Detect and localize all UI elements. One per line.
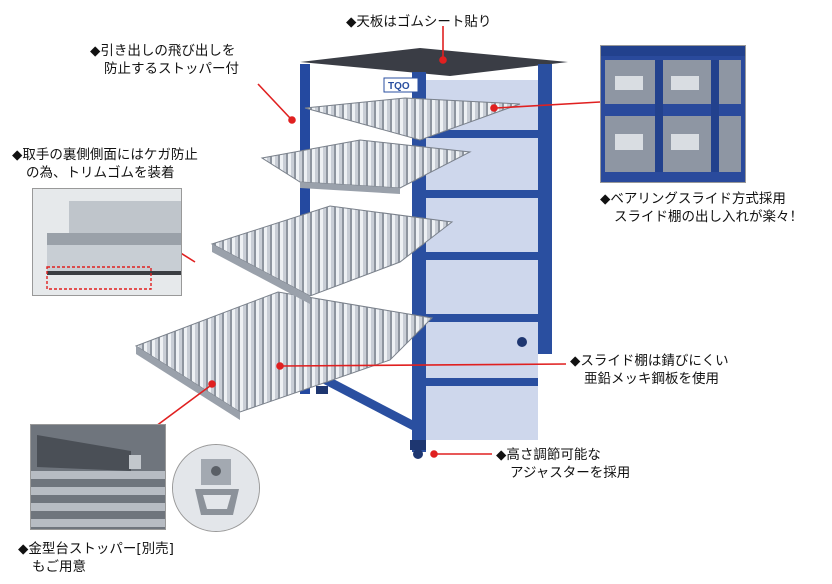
callout-stopper: ◆引き出しの飛び出しを 防止するストッパー付: [90, 42, 239, 78]
slide-shelf-4: [134, 291, 434, 413]
callout-adjuster-line1: ◆高さ調節可能な: [496, 447, 601, 463]
callout-galvanized-line2: 亜鉛メッキ鋼板を使用: [584, 371, 719, 387]
logo-badge: [383, 77, 419, 93]
callout-handle-trim-line2: の為、トリムゴムを装着: [26, 165, 175, 181]
callout-handle-trim-line1: ◆取手の裏側側面にはケガ防止: [12, 147, 198, 163]
callout-adjuster: ◆高さ調節可能な アジャスターを採用: [496, 446, 630, 482]
trim-rubber-inset: [32, 188, 182, 296]
frame-crossbars: [320, 130, 538, 430]
leader-lines: [147, 26, 601, 458]
logo-text: TQO: [388, 81, 410, 92]
callout-stopper-line1: ◆引き出しの飛び出しを: [90, 43, 236, 59]
callout-top-board: ◆天板はゴムシート貼り: [346, 13, 491, 31]
adjuster-feet: [316, 337, 527, 459]
callout-bearing-slide-line1: ◆ベアリングスライド方式採用: [600, 191, 786, 207]
slide-shelf-2: [260, 139, 472, 189]
top-board: [300, 48, 568, 76]
callout-stopper-line2: 防止するストッパー付: [104, 61, 239, 77]
bearing-slide-inset: [600, 45, 746, 183]
callout-adjuster-line2: アジャスターを採用: [510, 465, 631, 481]
slide-shelf-1: [304, 97, 521, 141]
callout-mold-stopper-line2: もご用意: [32, 559, 86, 575]
stopper-rail-inset: [30, 424, 166, 530]
callout-mold-stopper-line1: ◆金型台ストッパー[別売]: [18, 541, 174, 557]
shelf-handles: [136, 182, 400, 420]
callout-bearing-slide-line2: スライド棚の出し入れが楽々！: [614, 209, 803, 225]
callout-handle-trim: ◆取手の裏側側面にはケガ防止 の為、トリムゴムを装着: [12, 146, 198, 182]
callout-galvanized: ◆スライド棚は錆びにくい 亜鉛メッキ鋼板を使用: [570, 352, 729, 388]
callout-bearing-slide: ◆ベアリングスライド方式採用 スライド棚の出し入れが楽々！: [600, 190, 803, 226]
callout-top-board-line1: ◆天板はゴムシート貼り: [346, 14, 492, 30]
stopper-part-inset: [172, 444, 260, 532]
callout-galvanized-line1: ◆スライド棚は錆びにくい: [570, 353, 729, 369]
frame-right-front: [538, 64, 552, 354]
callout-mold-stopper: ◆金型台ストッパー[別売] もご用意: [18, 540, 174, 576]
